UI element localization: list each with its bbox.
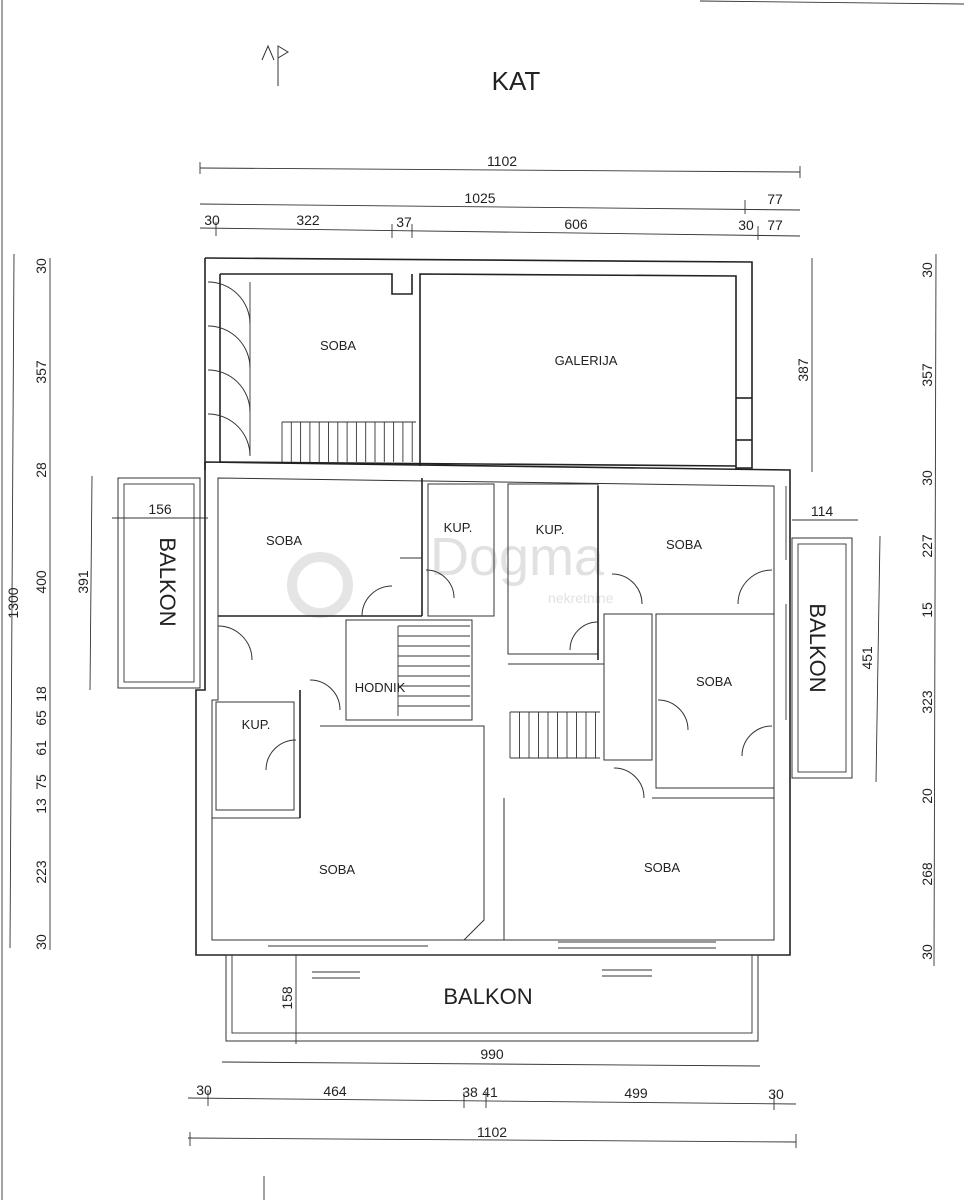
balcony-left: BALKON <box>117 477 201 689</box>
balcony-bottom-label: BALKON <box>443 984 532 1009</box>
room-kup-1: KUP. <box>444 520 473 535</box>
dim-bottom-seg-3: 41 <box>482 1084 498 1100</box>
dim-left-balkon-w: 156 <box>148 501 172 517</box>
dim-left-seg-1: 357 <box>33 360 49 384</box>
dim-bottom-balkon-h: 158 <box>279 986 295 1010</box>
top-dimensions: 1102 1025 77 30 322 37 606 30 77 <box>199 153 801 240</box>
dim-right-balkon-h: 451 <box>859 646 875 670</box>
stairs <box>281 421 600 759</box>
room-kup-2: KUP. <box>536 522 565 537</box>
watermark: Dogma nekretnine <box>287 527 614 618</box>
dim-right-seg-7: 268 <box>919 862 935 886</box>
dim-top-seg-2: 37 <box>396 214 412 230</box>
dim-bottom-seg-2: 38 <box>462 1084 478 1100</box>
dim-right-seg-6: 20 <box>919 788 935 804</box>
dim-left-seg-0: 30 <box>33 258 49 274</box>
dim-top-seg-0: 30 <box>204 212 220 228</box>
room-galerija: GALERIJA <box>555 353 618 368</box>
dim-bottom-seg-5: 30 <box>768 1086 784 1102</box>
room-kup-3: KUP. <box>242 717 271 732</box>
dim-left-seg-2: 28 <box>33 462 49 478</box>
room-soba-bottom-left: SOBA <box>319 862 355 877</box>
dim-left-balkon-h: 391 <box>75 570 91 594</box>
dim-right-seg-8: 30 <box>919 944 935 960</box>
north-arrow-icon <box>261 44 289 86</box>
dim-left-seg-10: 30 <box>33 934 49 950</box>
balcony-right-label: BALKON <box>805 603 830 692</box>
balcony-bottom: BALKON <box>225 954 759 1042</box>
dim-top-seg-1: 322 <box>296 212 320 228</box>
room-soba-right: SOBA <box>696 674 732 689</box>
room-soba-bottom-right: SOBA <box>644 860 680 875</box>
room-soba-mid-right: SOBA <box>666 537 702 552</box>
door-swings <box>207 281 773 799</box>
dim-right-seg-3: 227 <box>919 534 935 558</box>
dim-right-seg-0: 30 <box>919 262 935 278</box>
dim-right-seg-4: 15 <box>919 602 935 618</box>
building-walls <box>195 257 791 956</box>
dim-left-seg-8: 13 <box>33 798 49 814</box>
watermark-brand: Dogma <box>430 527 605 587</box>
dim-left-seg-7: 75 <box>33 774 49 790</box>
dim-right-balkon-w: 114 <box>811 503 834 519</box>
dim-bottom-balkon-w: 990 <box>480 1046 504 1062</box>
dim-left-seg-6: 61 <box>33 740 49 756</box>
dim-top-inner-right: 77 <box>767 191 783 207</box>
left-dimensions: 1300 30 357 28 400 18 65 61 75 13 223 30… <box>5 253 208 950</box>
dim-left-seg-5: 65 <box>33 710 49 726</box>
room-soba-mid-left: SOBA <box>266 533 302 548</box>
room-hodnik: HODNIK <box>355 680 406 695</box>
dim-left-seg-9: 223 <box>33 860 49 884</box>
right-dimensions: 387 114 451 30 357 30 227 15 323 20 268 … <box>792 253 937 967</box>
dim-top-seg-4: 30 <box>738 217 754 233</box>
dim-top-total: 1102 <box>487 153 517 169</box>
dim-bottom-seg-0: 30 <box>196 1082 212 1098</box>
dim-left-total: 1300 <box>5 587 21 618</box>
plan-title: KAT <box>492 66 541 96</box>
page-border-top <box>699 0 964 5</box>
dim-right-galerija-h: 387 <box>795 358 811 382</box>
dim-top-seg-3: 606 <box>564 216 588 232</box>
dim-top-seg-5: 77 <box>767 217 783 233</box>
dim-left-seg-3: 400 <box>33 570 49 594</box>
dim-right-seg-1: 357 <box>919 363 935 387</box>
dim-bottom-seg-1: 464 <box>323 1083 347 1099</box>
dim-bottom-seg-4: 499 <box>624 1085 648 1101</box>
watermark-sub: nekretnine <box>548 590 614 606</box>
dim-left-seg-4: 18 <box>33 686 49 702</box>
balcony-left-label: BALKON <box>155 537 180 626</box>
balcony-right: BALKON <box>791 537 853 779</box>
bottom-dimensions: 158 990 30 464 38 41 499 30 1102 <box>187 955 797 1148</box>
dim-top-inner: 1025 <box>464 190 495 206</box>
dim-bottom-total: 1102 <box>477 1124 507 1140</box>
room-soba-top-left: SOBA <box>320 338 356 353</box>
dim-right-seg-2: 30 <box>919 470 935 486</box>
dim-right-seg-5: 323 <box>919 690 935 714</box>
